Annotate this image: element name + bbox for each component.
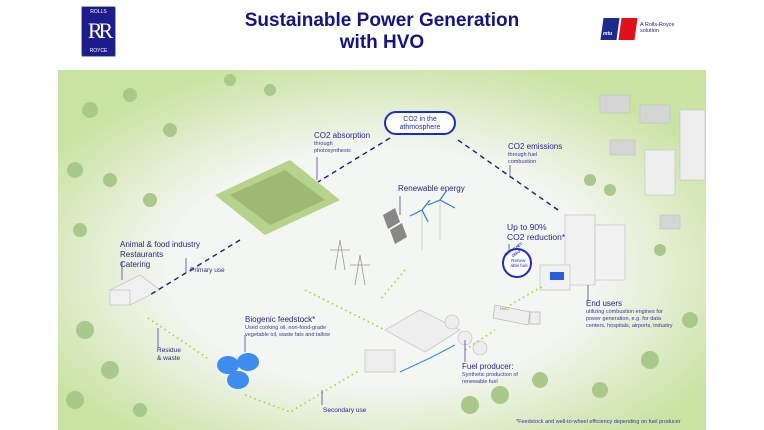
logo-mark: RR <box>87 18 113 43</box>
mtu-tagline: A Rolls-Royce solution <box>640 22 675 34</box>
truck-label: HVO <box>500 306 509 311</box>
footnote: *Feedstock and well-to-wheel efficiency … <box>516 419 681 425</box>
landscape-illustration <box>58 70 706 430</box>
feedstock-tanks <box>217 353 259 389</box>
biogenic-feedstock-label: Biogenic feedstock*Used cooking oil, non… <box>245 315 330 338</box>
mtu-mark: mtu <box>603 31 613 37</box>
co2-reduction-label: Up to 90%CO2 reduction* <box>507 222 566 242</box>
rolls-royce-logo: ROLLS RR ROYCE <box>81 6 116 57</box>
city-buildings <box>599 94 706 230</box>
hvo-truck <box>492 304 541 326</box>
fuel-producer-label: Fuel producer:Synthetic production of re… <box>462 362 518 385</box>
renewable-energy-label: Renewable energy <box>398 184 465 193</box>
residue-waste-label: Residue& waste <box>157 347 181 362</box>
logo-top: ROLLS <box>90 9 107 15</box>
power-pylons <box>330 239 370 286</box>
label-leaders <box>121 157 589 405</box>
wind-turbines <box>409 189 456 250</box>
primary-use-label: Primary use <box>190 267 225 274</box>
logo-bottom: ROYCE <box>89 48 108 54</box>
co2-atmosphere-cloud: CO2 in the athmosphere <box>384 111 456 135</box>
solar-panels <box>383 208 407 244</box>
co2-flow-lines <box>147 137 559 297</box>
title-line-1: Sustainable Power Generation <box>244 10 520 31</box>
food-industry-building <box>109 274 161 306</box>
page-title: Sustainable Power Generation with HVO <box>180 10 584 54</box>
end-user-power-plant <box>539 214 626 291</box>
title-line-2: with HVO <box>339 32 425 53</box>
trees <box>66 74 698 417</box>
fuel-refinery <box>364 309 488 373</box>
fuel-flow-lines <box>147 269 546 413</box>
secondary-use-label: Secondary use <box>323 407 367 414</box>
